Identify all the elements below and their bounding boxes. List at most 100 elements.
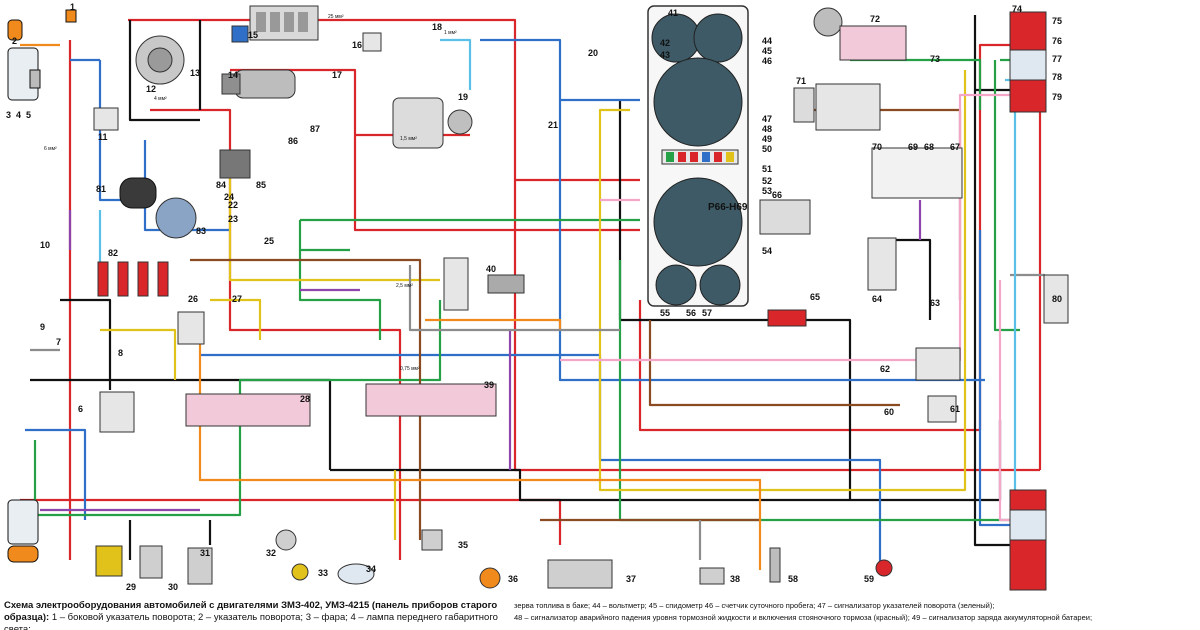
component-number: 31 — [200, 548, 210, 558]
component-number: 30 — [168, 582, 178, 592]
component-number: 70 — [872, 142, 882, 152]
caption-right-line1: зерва топлива в баке; 44 – вольтметр; 45… — [514, 601, 995, 610]
component-number: 1 — [70, 2, 75, 12]
relay-6 — [99, 391, 135, 433]
component-number: 35 — [458, 540, 468, 550]
component-number: 2 — [12, 36, 17, 46]
connector-62 — [915, 347, 961, 381]
component-number: 66 — [772, 190, 782, 200]
component-number: 20 — [588, 48, 598, 58]
component-number: 84 — [216, 180, 226, 190]
instrument-panel — [647, 5, 749, 307]
wire-blue-4 — [25, 428, 87, 520]
wire-harness — [20, 15, 1045, 570]
component-number: 82 — [108, 248, 118, 258]
component-number: 15 — [248, 30, 258, 40]
component-number: 17 — [332, 70, 342, 80]
component-number: 3 — [6, 110, 11, 120]
fuse-box-28 — [185, 393, 311, 427]
fuse-box-39 — [365, 383, 497, 417]
component-number: 65 — [810, 292, 820, 302]
component-number: 6 — [78, 404, 83, 414]
component-number: 22 — [228, 200, 238, 210]
wire-label: 1 мм² — [444, 30, 457, 36]
relay-15 — [231, 25, 249, 43]
component-number: 64 — [872, 294, 882, 304]
resistor-65 — [767, 309, 807, 327]
component-number: 32 — [266, 548, 276, 558]
component-number: 55 — [660, 308, 670, 318]
component-number: 72 — [870, 14, 880, 24]
sensor-30 — [139, 545, 163, 579]
rear-lamps-bottom — [1009, 489, 1047, 591]
sensor-59 — [875, 559, 893, 577]
wire-label: 6 мм² — [44, 146, 57, 152]
oil-gauge — [699, 264, 741, 306]
component-number: 59 — [864, 574, 874, 584]
component-number: 24 — [224, 192, 234, 202]
component-number: 11 — [98, 132, 108, 142]
caption-right-line2: 48 – сигнализатор аварийного падения уро… — [514, 613, 1093, 622]
sensor-33 — [291, 563, 309, 581]
component-number: 75 — [1052, 16, 1062, 26]
wire-yellow-2 — [598, 70, 967, 492]
sensor-58 — [769, 547, 781, 583]
motor-31 — [187, 547, 213, 585]
component-number: 57 — [702, 308, 712, 318]
component-number: 29 — [126, 582, 136, 592]
component-number: 83 — [196, 226, 206, 236]
component-numbers: 2 1 3 4 5 6 7 8 9 10 11 12 13 14 15 16 1… — [6, 2, 1062, 592]
tachometer — [653, 177, 743, 267]
component-number: 74 — [1012, 4, 1022, 14]
wire-brown-1 — [190, 258, 900, 540]
component-number: 44 — [762, 36, 772, 46]
component-number: 23 — [228, 214, 238, 224]
wire-label: 0,75 мм² — [400, 366, 420, 372]
wiper-motor — [813, 7, 907, 61]
temp-gauge — [655, 264, 697, 306]
component-number: 10 — [40, 240, 50, 250]
component-number: 58 — [788, 574, 798, 584]
caption-left: Схема электрооборудования автомобилей с … — [4, 600, 509, 630]
component-number: 21 — [548, 120, 558, 130]
spark-plugs — [97, 261, 169, 297]
component-number: 4 — [16, 110, 21, 120]
component-number: 54 — [762, 246, 772, 256]
front-left-lamps — [7, 9, 77, 101]
component-number: 53 — [762, 186, 772, 196]
generator — [135, 35, 185, 85]
wire-black-1 — [30, 20, 1002, 502]
wire-pink-1 — [560, 93, 1010, 362]
hazard-switch-37 — [547, 559, 613, 589]
component-number: 51 — [762, 164, 772, 174]
component-number: 71 — [796, 76, 806, 86]
ignition-key — [447, 109, 473, 135]
component-number: 28 — [300, 394, 310, 404]
component-number: 80 — [1052, 294, 1062, 304]
coil-81 — [119, 177, 157, 209]
voltmeter — [693, 13, 743, 63]
distributor-83 — [155, 197, 197, 239]
component-number: 41 — [668, 8, 678, 18]
component-number: 25 — [264, 236, 274, 246]
component-number: 73 — [930, 54, 940, 64]
component-number: 45 — [762, 46, 772, 56]
component-number: 46 — [762, 56, 772, 66]
wiring-diagram: 25 мм² 1 мм² 1,5 мм² 2,5 мм² 4 мм² 6 мм²… — [6, 2, 1069, 592]
component-number: 13 — [190, 68, 200, 78]
wire-orange-2 — [425, 318, 562, 330]
component-number: 16 — [352, 40, 362, 50]
component-number: 52 — [762, 176, 772, 186]
wire-pink-2 — [998, 280, 1020, 522]
wire-purple-2 — [508, 200, 922, 470]
fuse-block-top — [249, 5, 319, 41]
component-number: 69 — [908, 142, 918, 152]
switch-84 — [219, 149, 251, 179]
wire-label: 4 мм² — [154, 96, 167, 102]
component-number: 40 — [486, 264, 496, 274]
wire-label: 25 мм² — [328, 14, 344, 20]
component-number: 8 — [118, 348, 123, 358]
wire-purple-1 — [40, 210, 360, 512]
wire-blue-1 — [70, 58, 230, 232]
component-number: 68 — [924, 142, 934, 152]
